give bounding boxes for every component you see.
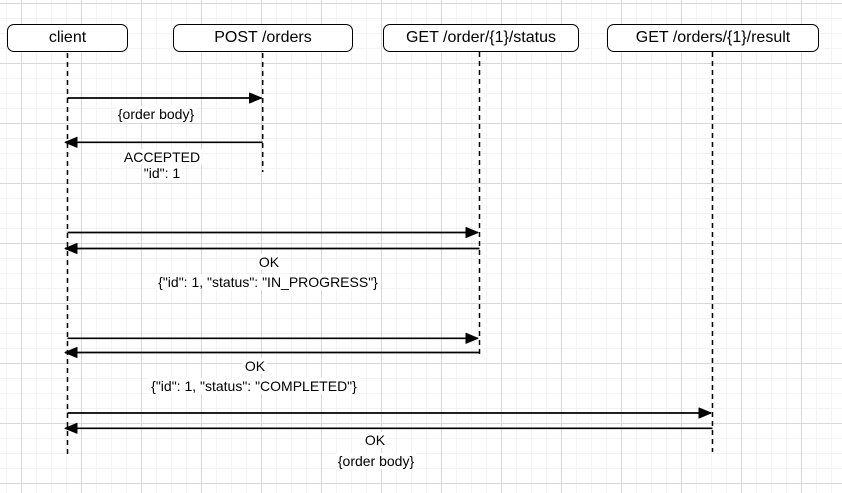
message-label-accepted: ACCEPTED [121,149,203,165]
actor-box-post-orders[interactable]: POST /orders [173,24,353,52]
message-label-ok-3: OK [362,432,388,448]
message-label-accepted-id: "id": 1 [141,165,183,181]
actor-label: GET /orders/{1}/result [635,29,791,46]
actor-box-get-orders-result[interactable]: GET /orders/{1}/result [607,24,819,52]
message-label-ok-2: OK [242,358,268,374]
actor-label: POST /orders [214,29,312,46]
message-label-status-in-progress: {"id": 1, "status": "IN_PROGRESS"} [156,274,380,290]
actor-box-get-order-status[interactable]: GET /order/{1}/status [383,24,579,52]
message-label-result-order-body: {order body} [335,453,417,469]
message-label-ok-1: OK [256,254,282,270]
actor-box-client[interactable]: client [7,24,128,52]
actor-label: GET /order/{1}/status [405,29,556,46]
message-label-order-body: {order body} [115,106,197,122]
message-label-status-completed: {"id": 1, "status": "COMPLETED"} [149,378,359,394]
actor-label: client [48,29,87,46]
